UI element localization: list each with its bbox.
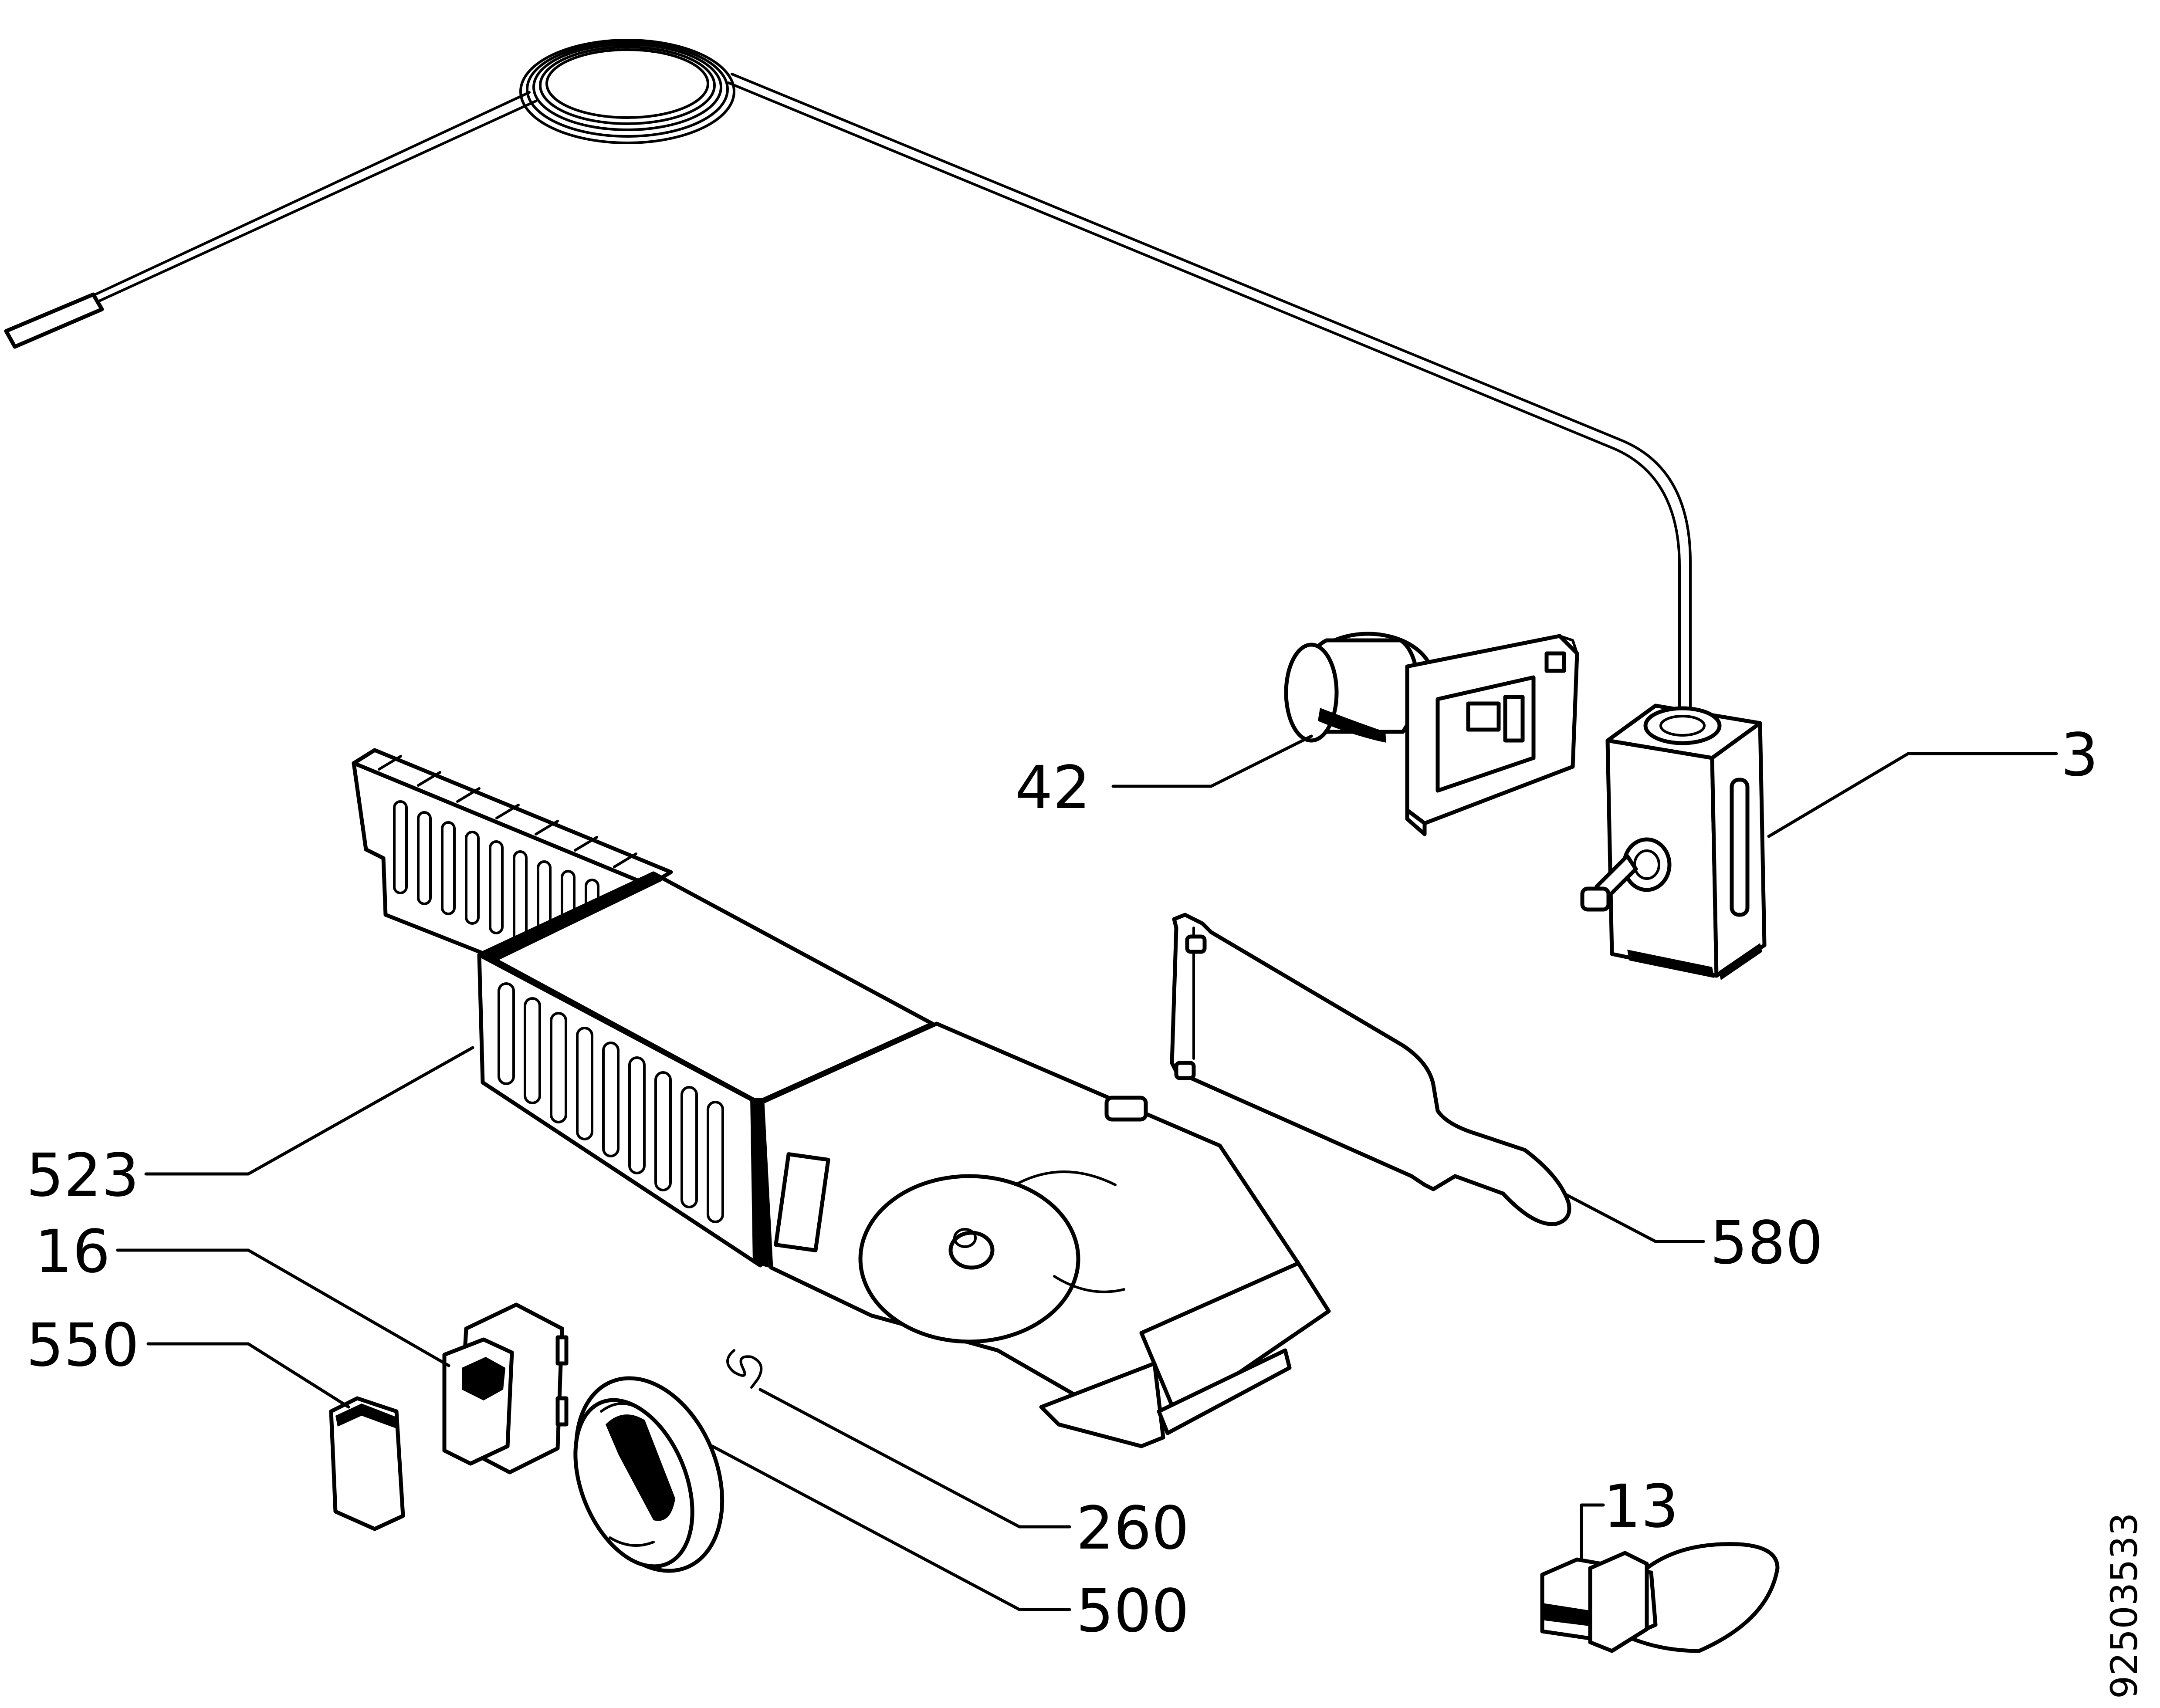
rocker-switch	[442, 1302, 569, 1475]
document-id: 92503533	[2103, 1512, 2146, 1699]
label-500: 500	[1076, 1577, 1189, 1646]
housing-front-slots	[498, 982, 724, 1223]
switch-cap	[329, 1396, 405, 1531]
capillary-coil	[519, 39, 735, 144]
door-switch	[1540, 1542, 1780, 1653]
thermostat	[1580, 703, 1767, 980]
spring-clip	[726, 1349, 763, 1389]
label-260: 260	[1076, 1494, 1189, 1563]
leader-42	[1111, 734, 1313, 788]
label-3: 3	[2061, 721, 2099, 790]
label-550: 550	[26, 1311, 139, 1380]
leader-16	[116, 1248, 450, 1367]
leader-260	[758, 1388, 1071, 1529]
lamp-holder	[1284, 632, 1579, 836]
thermostat-shaft	[1580, 837, 1672, 912]
control-knob	[573, 1376, 725, 1573]
leader-523	[144, 1046, 474, 1176]
sensor-bulb	[4, 292, 104, 349]
leader-550	[146, 1342, 350, 1409]
label-16: 16	[35, 1218, 110, 1286]
part-labels: 3 42 523 580 16 550 260 500 13	[26, 721, 2099, 1646]
capillary-tube	[4, 39, 1692, 720]
leader-3	[1767, 752, 2058, 838]
label-13: 13	[1603, 1472, 1679, 1541]
leader-lines	[116, 734, 2058, 1611]
housing-rear-grille	[352, 748, 673, 956]
label-42: 42	[1015, 754, 1090, 822]
label-523: 523	[26, 1141, 139, 1210]
control-housing	[352, 748, 1331, 1448]
leader-580	[1562, 1192, 1705, 1243]
leader-13	[1580, 1503, 1605, 1561]
label-580: 580	[1710, 1209, 1823, 1278]
cover-plate	[1170, 913, 1571, 1226]
leader-500	[711, 1444, 1071, 1611]
